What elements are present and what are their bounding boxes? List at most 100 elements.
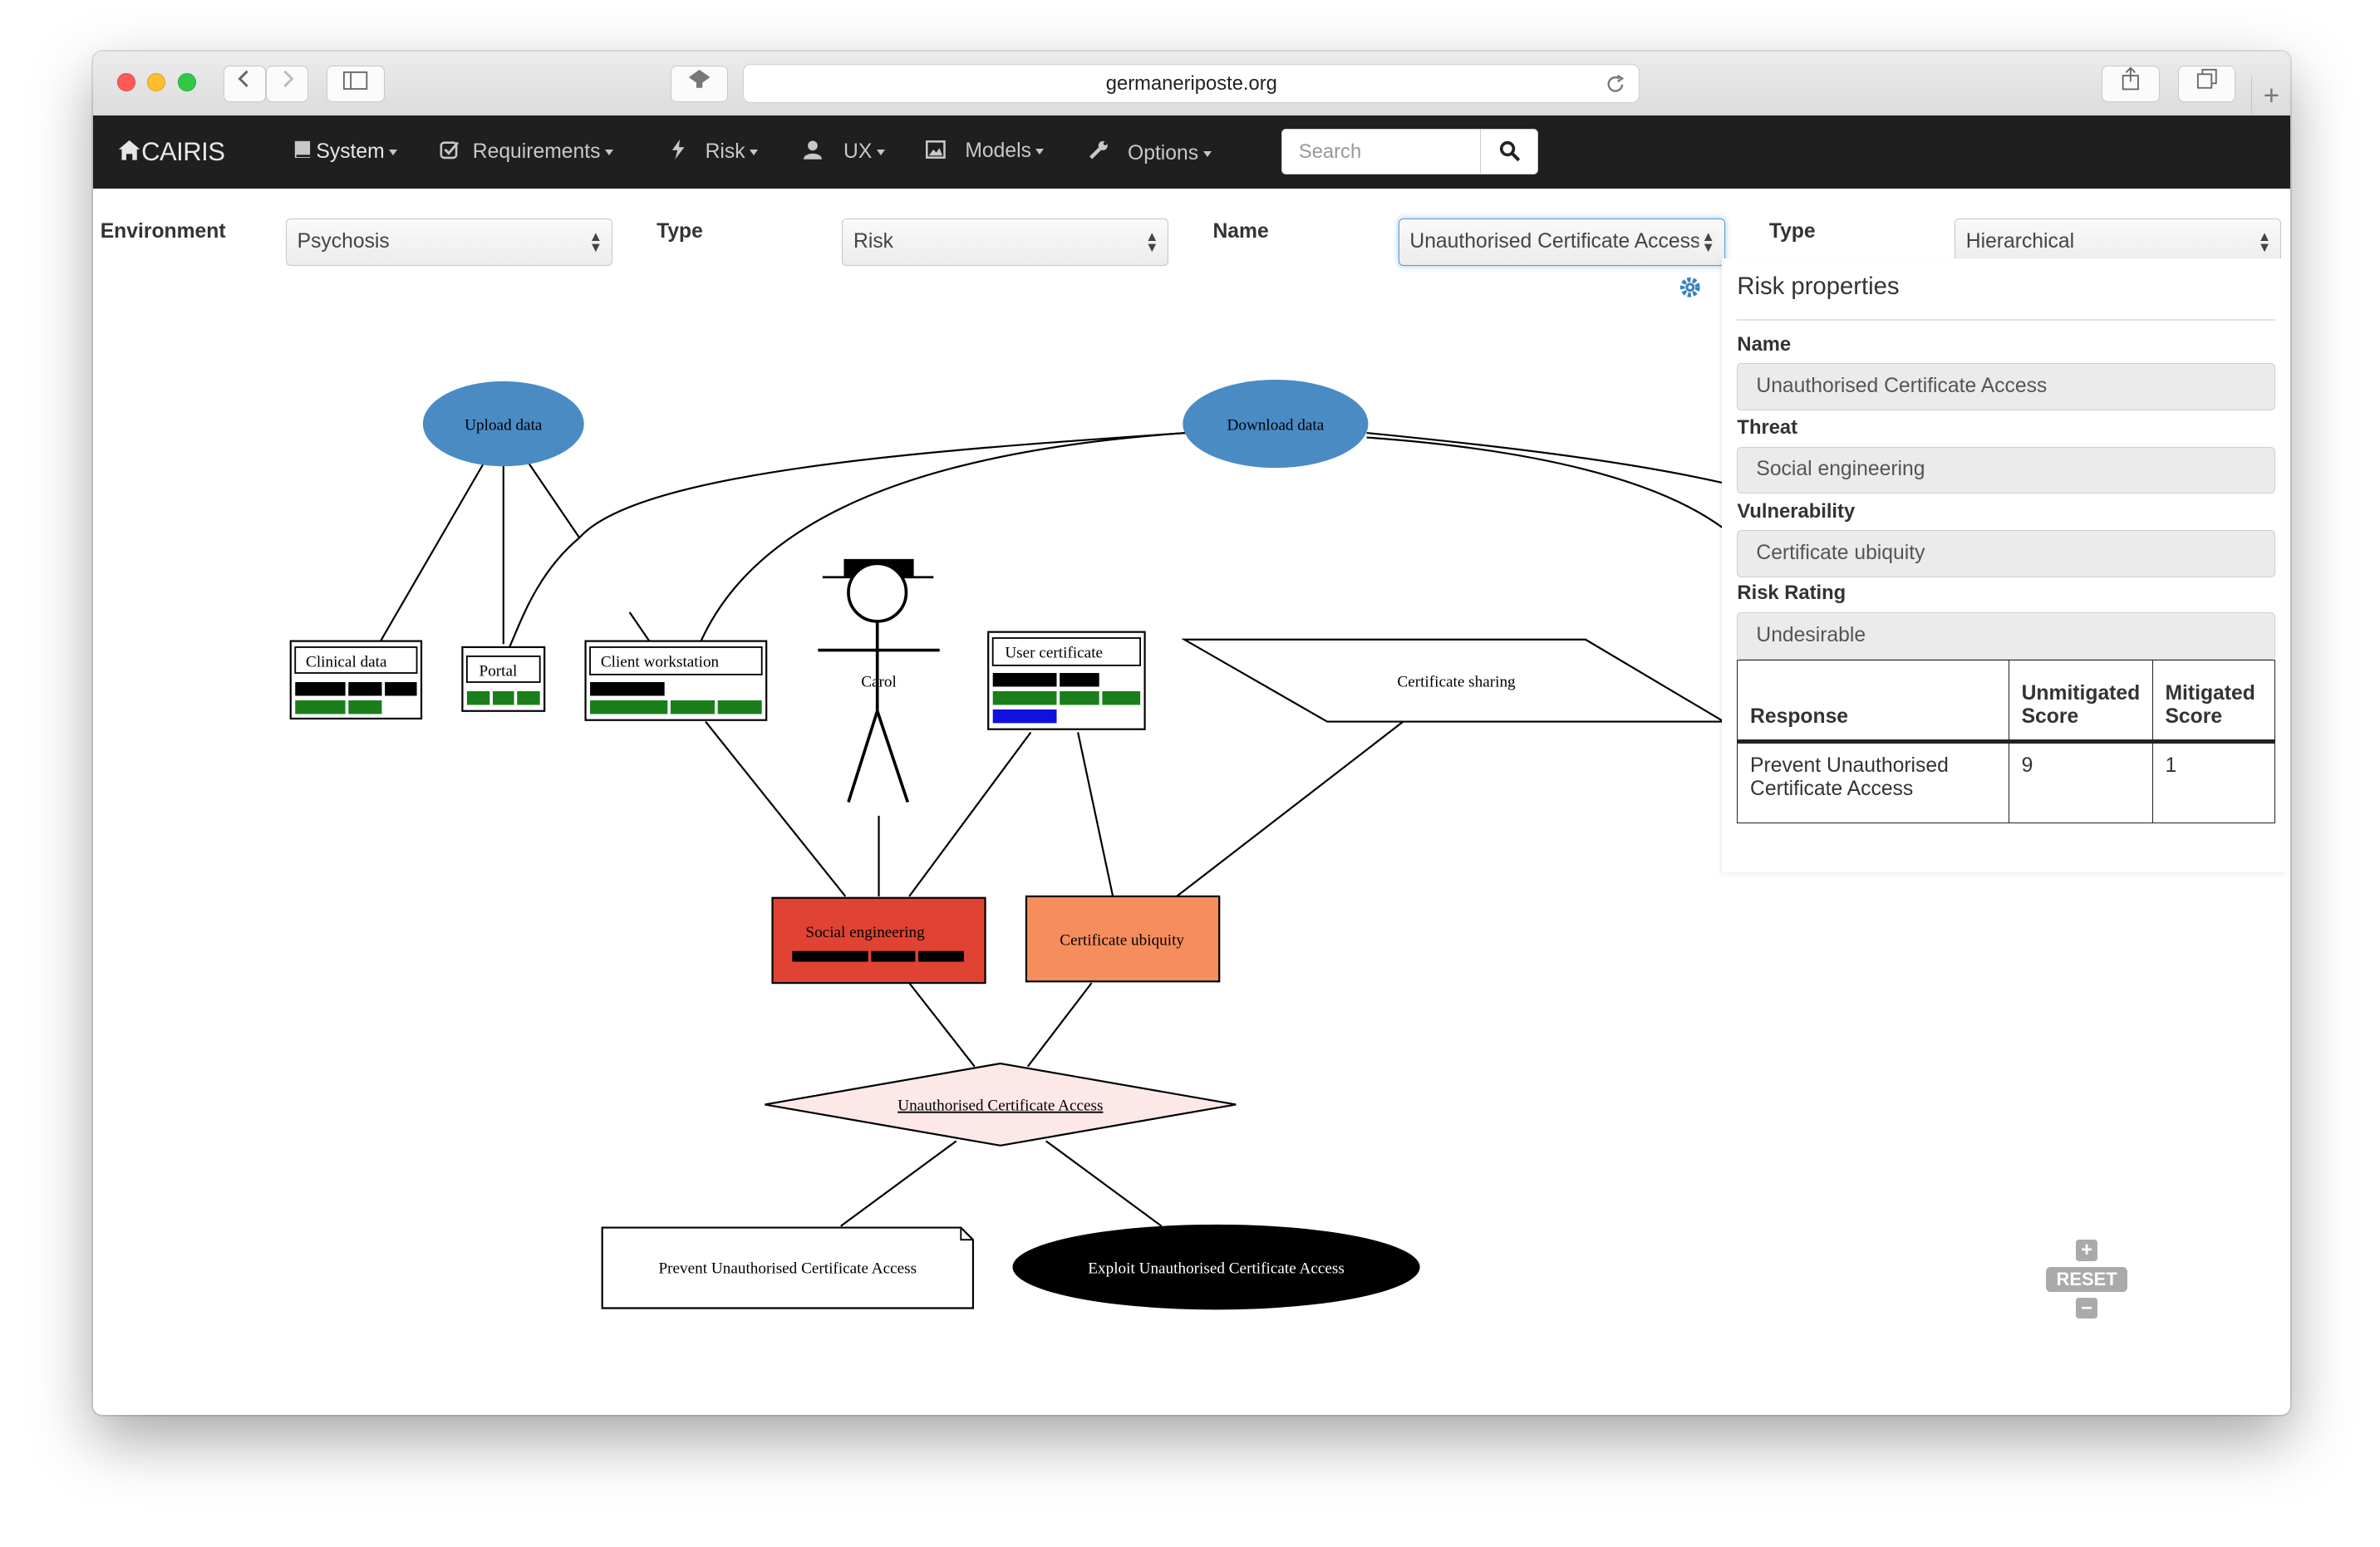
- risk-rating-value: Undesirable: [1756, 623, 1866, 646]
- usecase-download-data[interactable]: [1182, 380, 1369, 469]
- response-label: Prevent Unauthorised Certificate Access: [658, 1260, 917, 1278]
- threat-label: Social engineering: [805, 924, 925, 941]
- layout-select[interactable]: Hierarchical ▲▼: [1954, 219, 2282, 267]
- caret-down-icon: [604, 150, 613, 155]
- risk-rating-label: Risk Rating: [1737, 582, 1846, 605]
- wrench-icon: [1089, 141, 1109, 160]
- threat-field-label: Threat: [1737, 416, 1798, 440]
- sidebar-icon: [343, 71, 368, 90]
- nav-options-label: Options: [1128, 142, 1199, 165]
- asset-portal-label: Portal: [479, 663, 517, 680]
- caret-down-icon: [750, 150, 759, 155]
- nav-risk[interactable]: Risk: [671, 140, 759, 164]
- sidebar-toggle-button[interactable]: [327, 65, 385, 102]
- vulnerability-field[interactable]: Certificate ubiquity: [1737, 530, 2275, 577]
- search-button[interactable]: [1480, 129, 1538, 175]
- share-button[interactable]: [2102, 65, 2160, 102]
- type-select[interactable]: Risk ▲▼: [842, 219, 1169, 267]
- plus-icon: +: [2081, 1239, 2092, 1262]
- vulnerability-certificate-ubiquity[interactable]: Certificate ubiquity: [1025, 895, 1220, 983]
- select-arrows-icon: ▲▼: [1145, 228, 1159, 255]
- nav-risk-label: Risk: [705, 140, 745, 164]
- zoom-out-button[interactable]: −: [2076, 1298, 2097, 1319]
- nav-requirements[interactable]: Requirements: [440, 140, 613, 164]
- user-icon: [804, 140, 823, 160]
- type-label: Type: [656, 220, 703, 243]
- chevron-left-icon: [238, 70, 249, 88]
- name-field-label: Name: [1737, 332, 1792, 356]
- tabs-button[interactable]: [2177, 65, 2236, 102]
- environment-select[interactable]: Psychosis ▲▼: [285, 219, 613, 267]
- risk-properties-panel: Risk properties Name Unauthorised Certif…: [1679, 258, 2288, 872]
- asset-clinical-data-label: Clinical data: [306, 654, 387, 671]
- url-text: germaneriposte.org: [1105, 71, 1277, 95]
- name-value: Unauthorised Certificate Access: [1409, 230, 1701, 253]
- chevron-right-icon: [283, 70, 294, 88]
- brand[interactable]: CAIRIS: [117, 137, 225, 167]
- risk-rating-field[interactable]: Undesirable: [1737, 612, 2275, 660]
- environment-label: Environment: [100, 220, 226, 243]
- persona-carol-label: Carol: [861, 674, 897, 691]
- extension-icon: [688, 69, 711, 88]
- layout-type-label: Type: [1768, 220, 1816, 243]
- picture-icon: [925, 140, 946, 160]
- select-arrows-icon: ▲▼: [588, 228, 603, 255]
- risk-unauthorised-certificate-access[interactable]: Unauthorised Certificate Access: [764, 1063, 1237, 1147]
- persona-carol[interactable]: Carol: [817, 559, 940, 803]
- misusecase-certificate-sharing[interactable]: Certificate sharing: [1180, 638, 1727, 723]
- nav-system[interactable]: System: [293, 140, 398, 164]
- asset-user-certificate[interactable]: User certificate: [986, 631, 1146, 730]
- name-field[interactable]: Unauthorised Certificate Access: [1737, 363, 2275, 410]
- attack-label: Exploit Unauthorised Certificate Access: [1088, 1260, 1345, 1278]
- shield-button[interactable]: [670, 65, 729, 102]
- browser-titlebar: germaneriposte.org +: [92, 52, 2291, 116]
- vulnerability-field-label: Vulnerability: [1737, 499, 1856, 523]
- zoom-in-button[interactable]: +: [2076, 1240, 2097, 1261]
- risk-model-graph: Upload data Download data Clinical data …: [289, 380, 1727, 1310]
- minimize-window-button[interactable]: [147, 72, 166, 91]
- nav-ux-label: UX: [843, 140, 873, 164]
- gear-icon[interactable]: [1679, 277, 1701, 298]
- table-row[interactable]: Prevent Unauthorised Certificate Access …: [1737, 740, 2275, 823]
- address-bar[interactable]: germaneriposte.org: [743, 63, 1640, 104]
- search-input[interactable]: Search: [1281, 129, 1483, 175]
- reset-button[interactable]: RESET: [2045, 1267, 2128, 1292]
- column-response: Response: [1737, 659, 2009, 744]
- name-label: Name: [1212, 220, 1269, 243]
- vulnerability-label: Certificate ubiquity: [1060, 932, 1184, 950]
- response-prevent-access[interactable]: Prevent Unauthorised Certificate Access: [601, 1226, 974, 1309]
- attack-exploit-access[interactable]: Exploit Unauthorised Certificate Access: [1012, 1225, 1420, 1310]
- brand-label: CAIRIS: [141, 136, 225, 166]
- nav-ux[interactable]: UX: [804, 140, 885, 164]
- zoom-window-button[interactable]: [177, 72, 196, 91]
- close-window-button[interactable]: [116, 72, 135, 91]
- usecase-upload-data-label: Upload data: [465, 417, 543, 435]
- nav-system-label: System: [316, 140, 385, 164]
- threat-field[interactable]: Social engineering: [1737, 446, 2275, 494]
- nav-models[interactable]: Models: [925, 140, 1045, 163]
- misusecase-label: Certificate sharing: [1397, 674, 1516, 691]
- column-unmitigated-score: Unmitigated Score: [2008, 659, 2153, 744]
- column-mitigated-score: Mitigated Score: [2151, 659, 2275, 744]
- panel-divider: [1737, 319, 2275, 321]
- forward-button[interactable]: [266, 65, 309, 102]
- name-select[interactable]: Unauthorised Certificate Access ▲▼: [1398, 219, 1725, 267]
- back-button[interactable]: [223, 65, 267, 102]
- name-field-value: Unauthorised Certificate Access: [1756, 374, 2048, 397]
- usecase-upload-data[interactable]: [422, 381, 584, 467]
- asset-portal[interactable]: Portal: [460, 646, 545, 713]
- browser-window: germaneriposte.org + CAIRIS System Requi…: [92, 52, 2291, 1415]
- reload-icon[interactable]: [1606, 74, 1627, 96]
- caret-down-icon: [876, 150, 885, 155]
- search-icon: [1500, 141, 1521, 162]
- nav-requirements-label: Requirements: [472, 140, 601, 164]
- home-icon: [118, 140, 140, 160]
- asset-client-workstation[interactable]: Client workstation: [584, 640, 767, 721]
- usecase-download-data-label: Download data: [1227, 417, 1324, 435]
- nav-models-label: Models: [965, 140, 1031, 163]
- asset-clinical-data[interactable]: Clinical data: [289, 640, 422, 720]
- share-icon: [2122, 66, 2140, 90]
- nav-options[interactable]: Options: [1088, 140, 1212, 165]
- threat-social-engineering[interactable]: Social engineering: [770, 896, 986, 985]
- new-tab-button[interactable]: +: [2250, 76, 2291, 115]
